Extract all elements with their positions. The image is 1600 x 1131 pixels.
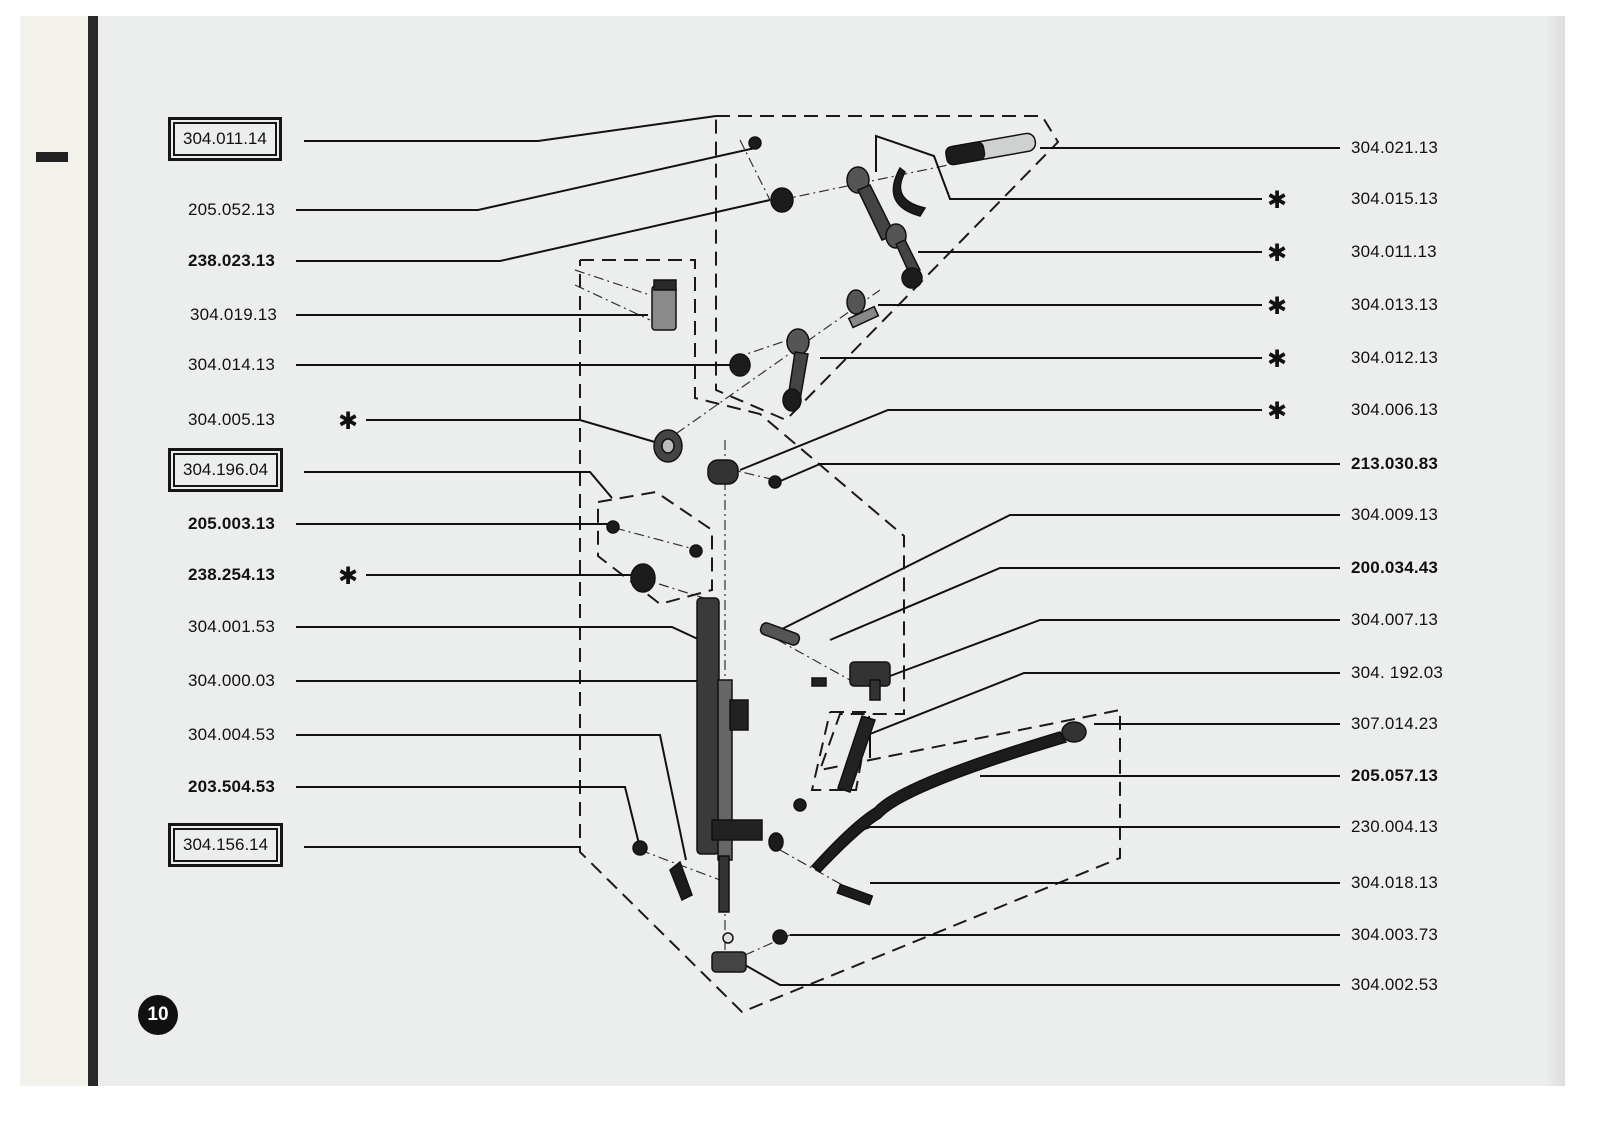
part-number-label: 304.002.53	[1351, 975, 1439, 994]
part-number-label: 238.023.13	[188, 251, 276, 270]
part-number-boxed: 304.011.14	[168, 117, 282, 161]
part-number-label: 205.057.13	[1351, 766, 1439, 785]
group-outline-small	[597, 490, 713, 606]
manual-page	[98, 16, 1562, 1086]
part-number-label: 304.012.13	[1351, 348, 1439, 367]
part-number-boxed: 304.156.14	[168, 823, 284, 867]
star-marker: ✱	[1267, 397, 1287, 425]
part-number-label: 213.030.83	[1351, 454, 1439, 473]
part-number-label: 304.018.13	[1351, 873, 1439, 892]
group-outline-main	[579, 259, 1121, 1014]
star-marker: ✱	[1267, 292, 1287, 320]
thumb-tab-mark	[36, 152, 68, 162]
part-number-label: 304.021.13	[1351, 138, 1439, 157]
part-number-label: 205.003.13	[188, 514, 276, 533]
part-number-label: 304.004.53	[188, 725, 276, 744]
page-shadow	[1545, 16, 1565, 1086]
star-marker: ✱	[1267, 186, 1287, 214]
part-number-label: 304.007.13	[1351, 610, 1439, 629]
part-number-label: 304.003.73	[1351, 925, 1439, 944]
part-number-label: 304.009.13	[1351, 505, 1439, 524]
group-outline-top	[715, 115, 1060, 422]
part-number-label: 230.004.13	[1351, 817, 1439, 836]
part-number-label: 304.006.13	[1351, 400, 1439, 419]
part-number-label: 304.019.13	[190, 305, 278, 324]
part-number-label: 307.014.23	[1351, 714, 1439, 733]
part-number-label: 203.504.53	[188, 777, 276, 796]
part-number-label: 304.015.13	[1351, 189, 1439, 208]
part-number-label: 304. 192.03	[1351, 663, 1444, 682]
part-number-label: 304.011.13	[1351, 242, 1437, 261]
part-number-label: 304.000.03	[188, 671, 276, 690]
part-number-label: 205.052.13	[188, 200, 276, 219]
part-number-label: 200.034.43	[1351, 558, 1439, 577]
group-outline-clip	[810, 711, 872, 791]
star-marker: ✱	[1267, 345, 1287, 373]
stacked-page-edges	[20, 16, 95, 1086]
part-number-label: 238.254.13	[188, 565, 276, 584]
part-number-label: 304.005.13	[188, 410, 276, 429]
part-number-label: 304.013.13	[1351, 295, 1439, 314]
star-marker: ✱	[338, 407, 358, 435]
page-number-badge: 10	[138, 995, 178, 1035]
part-number-label: 304.014.13	[188, 355, 276, 374]
binding-spine	[88, 16, 98, 1086]
star-marker: ✱	[1267, 239, 1287, 267]
part-number-label: 304.001.53	[188, 617, 276, 636]
star-marker: ✱	[338, 562, 358, 590]
part-number-boxed: 304.196.04	[168, 448, 284, 492]
